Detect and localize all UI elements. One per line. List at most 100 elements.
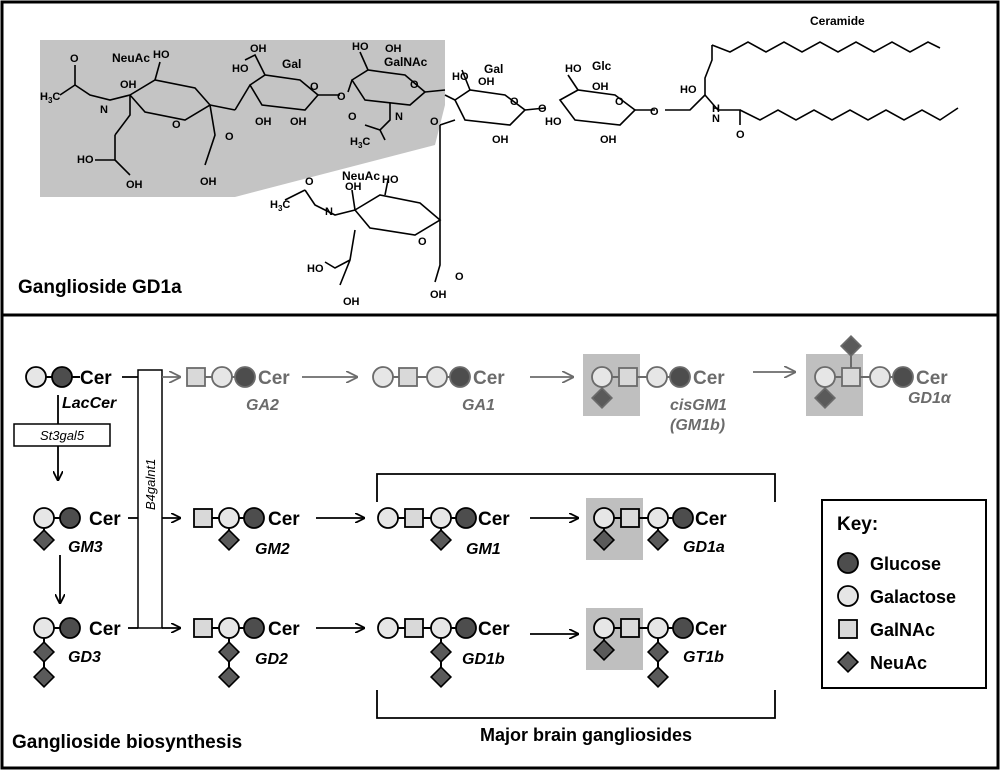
gm2-name: GM2 [255, 541, 290, 558]
svg-text:O: O [410, 79, 419, 91]
gal-ring-1: HO OH OH OH O O [232, 43, 346, 128]
gd1b-cer: Cer [478, 619, 510, 640]
galactose-symbol [218, 507, 240, 529]
svg-text:H: H [712, 103, 720, 115]
svg-text:O: O [510, 96, 519, 108]
svg-text:N: N [712, 113, 720, 125]
gm3-glycan [32, 507, 81, 552]
glucose-symbol [449, 366, 471, 388]
galnac-symbol [841, 367, 861, 387]
svg-text:OH: OH [592, 81, 609, 93]
galactose-symbol [646, 366, 668, 388]
galactose-symbol [430, 617, 452, 639]
svg-text:OH: OH [385, 43, 402, 55]
svg-text:O: O [70, 53, 79, 65]
svg-text:H3C: H3C [40, 91, 60, 105]
gm2-cer: Cer [268, 509, 300, 530]
key-glucose-symbol [837, 552, 859, 574]
gm1-glycan [377, 507, 477, 552]
ga2-cer: Cer [258, 368, 290, 389]
glc-label: Glc [592, 59, 612, 73]
glucose-symbol [51, 366, 73, 388]
svg-text:OH: OH [430, 289, 447, 301]
svg-text:H3C: H3C [270, 199, 290, 213]
glucose-symbol [455, 617, 477, 639]
cisgm1-glycan [590, 366, 691, 410]
gm2-glycan [193, 507, 265, 552]
glucose-symbol [234, 366, 256, 388]
key-legend: Key: Glucose Galactose GalNAc NeuAc [821, 499, 987, 689]
key-galnac-symbol [838, 619, 858, 639]
neuac-symbol [839, 334, 863, 358]
svg-text:HO: HO [153, 49, 170, 61]
gm1-cer: Cer [478, 509, 510, 530]
galnac-symbol [404, 508, 424, 528]
neuac-symbol [32, 640, 56, 664]
neuac-symbol [32, 528, 56, 552]
galactose-symbol [591, 366, 613, 388]
galnac-symbol [186, 367, 206, 387]
svg-text:HO: HO [232, 63, 249, 75]
svg-text:HO: HO [307, 263, 324, 275]
gal-label-1: Gal [282, 57, 301, 71]
svg-text:HO: HO [452, 71, 469, 83]
neuac-symbol [590, 386, 614, 410]
galnac-label: GalNAc [384, 55, 428, 69]
galactose-symbol [218, 617, 240, 639]
galactose-symbol [593, 507, 615, 529]
gm3-name: GM3 [68, 539, 103, 556]
neuac-symbol [217, 665, 241, 689]
glc-ring: HO OH HO OH O O [545, 63, 659, 146]
svg-text:O: O [418, 236, 427, 248]
galactose-symbol [430, 507, 452, 529]
gd1alpha-name: GD1α [908, 390, 952, 407]
ga1-cer: Cer [473, 368, 505, 389]
galactose-symbol [33, 617, 55, 639]
neuac-symbol [217, 528, 241, 552]
glucose-symbol [455, 507, 477, 529]
gm1-name: GM1 [466, 541, 501, 558]
svg-text:O: O [225, 131, 234, 143]
galnac-symbol [193, 618, 213, 638]
laccer-name: LacCer [62, 395, 117, 412]
gd3-glycan [32, 617, 81, 689]
ga1-glycan [372, 366, 471, 388]
neuac-bottom-label: NeuAc [342, 169, 380, 183]
key-neuac: NeuAc [870, 653, 927, 673]
svg-text:HO: HO [680, 84, 697, 96]
key-galactose-symbol [837, 585, 859, 607]
gd2-name: GD2 [255, 651, 288, 668]
gal-ring-2: HO OH O O OH O [430, 69, 547, 235]
svg-text:N: N [395, 111, 403, 123]
svg-text:OH: OH [200, 176, 217, 188]
ga2-name: GA2 [246, 397, 279, 414]
galactose-symbol [377, 507, 399, 529]
major-bracket-top [376, 473, 776, 502]
glucose-symbol [59, 617, 81, 639]
bottom-panel-title: Ganglioside biosynthesis [12, 732, 242, 753]
key-neuac-symbol [836, 650, 860, 674]
neuac-symbol [592, 638, 616, 662]
svg-text:OH: OH [492, 134, 509, 146]
svg-text:OH: OH [345, 181, 362, 193]
svg-text:OH: OH [120, 79, 137, 91]
svg-text:OH: OH [126, 179, 143, 191]
laccer-cer: Cer [80, 368, 112, 389]
major-bracket-bottom [376, 690, 776, 719]
neuac-symbol [429, 640, 453, 664]
st3gal5-label: St3gal5 [40, 428, 85, 443]
svg-text:HO: HO [77, 154, 94, 166]
gd1alpha-glycan [813, 334, 914, 410]
neuac-symbol [646, 528, 670, 552]
laccer-glycan [25, 366, 80, 388]
neuac-symbol [646, 665, 670, 689]
galactose-symbol [593, 617, 615, 639]
neuac-bottom-ring: OH HO N O H3C O HO OH O OH [270, 174, 464, 308]
key-glucose: Glucose [870, 554, 941, 574]
gd1b-glycan [377, 617, 477, 689]
svg-text:O: O [305, 176, 314, 188]
svg-text:N: N [325, 206, 333, 218]
glucose-symbol [672, 507, 694, 529]
